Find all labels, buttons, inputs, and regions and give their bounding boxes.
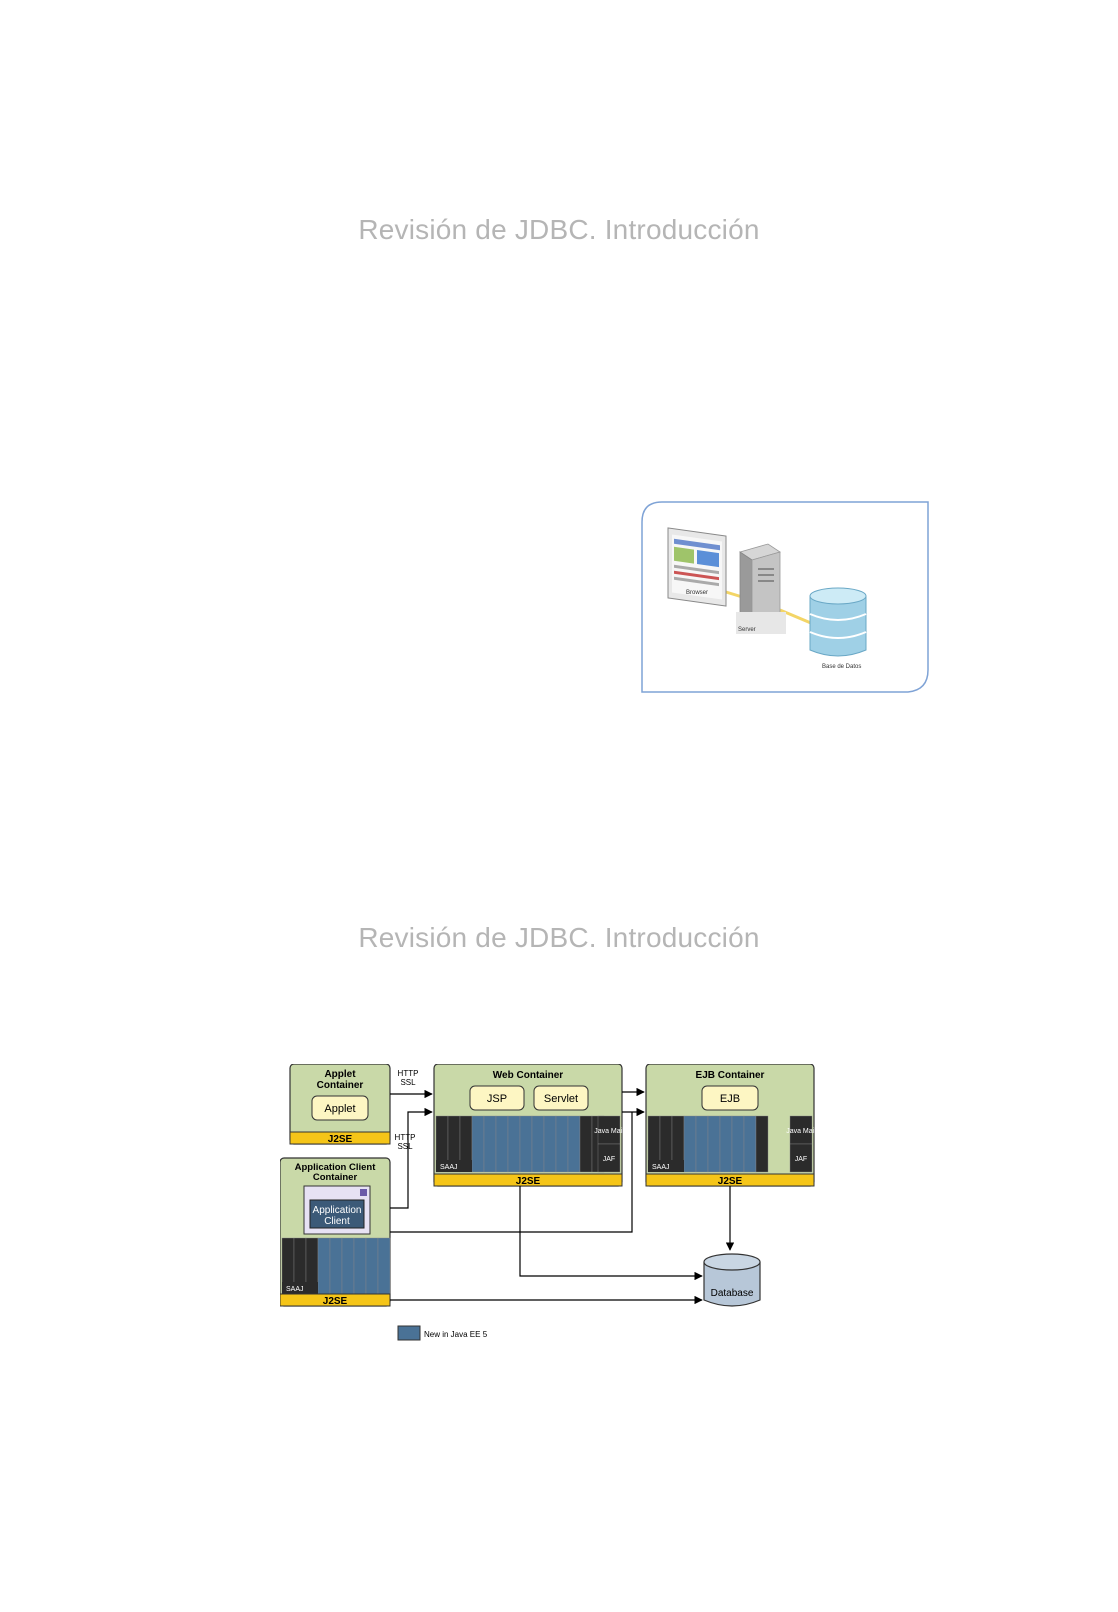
api-column: [683, 1115, 697, 1173]
api-column: [329, 1237, 343, 1295]
api-column: [695, 1115, 709, 1173]
saaj-block: [436, 1160, 472, 1172]
api-column: [743, 1115, 757, 1173]
side-api-label: Java Mail: [594, 1128, 624, 1135]
server-icon: [739, 543, 781, 627]
servlet-component: Servlet: [544, 1093, 578, 1105]
browser-label: Browser: [686, 590, 708, 596]
app-client-component-2: Client: [324, 1216, 350, 1227]
api-column: [531, 1115, 545, 1173]
api-column: [519, 1115, 533, 1173]
applet-j2se: J2SE: [328, 1134, 353, 1145]
protocol-bottom-line2: SSL: [397, 1142, 413, 1151]
saaj-label: SAAJ: [440, 1164, 458, 1171]
api-column: [555, 1115, 569, 1173]
jsp-component: JSP: [487, 1093, 507, 1105]
appclient-to-web-arrow: [390, 1107, 433, 1209]
ejb-component: EJB: [720, 1093, 740, 1105]
server-label: Server: [738, 627, 756, 633]
api-column: [317, 1237, 331, 1295]
server-shadow: [736, 612, 786, 634]
architecture-figure-browser-server-db: Browser Server Base de Datos: [641, 501, 929, 693]
api-column: [567, 1115, 581, 1173]
api-column: [353, 1237, 367, 1295]
ejb-container-title: EJB Container: [696, 1070, 765, 1081]
browser-icon: [667, 527, 727, 607]
saaj-label: SAAJ: [286, 1286, 304, 1293]
web-container-title: Web Container: [493, 1070, 563, 1081]
applet-container: Applet Container Applet J2SE: [289, 1064, 391, 1145]
legend-swatch: [397, 1325, 421, 1341]
protocol-top-line2: SSL: [400, 1078, 416, 1087]
app-client-title-2: Container: [313, 1172, 358, 1183]
api-column: [507, 1115, 521, 1173]
side-api-block: [597, 1143, 621, 1173]
web-container: Web Container JSP Servlet SAAJ Java MailJ…: [433, 1064, 624, 1187]
api-column: [341, 1237, 355, 1295]
javaee-architecture-diagram: Applet Container Applet J2SE HTTP SSL HT…: [280, 1064, 816, 1341]
api-column: [483, 1115, 497, 1173]
side-api-block: [789, 1143, 813, 1173]
app-client-container: Application Client Container Application…: [280, 1157, 391, 1307]
database-label: Database: [711, 1288, 754, 1299]
app-client-title: Application Client: [295, 1162, 377, 1173]
web-to-db-arrow: [519, 1186, 703, 1281]
api-column: [579, 1115, 593, 1173]
app-client-api-stack: SAAJ: [281, 1237, 391, 1295]
applet-container-title-2: Container: [317, 1080, 364, 1091]
page-title-top: Revisión de JDBC. Introducción: [358, 214, 760, 245]
db-label: Base de Datos: [822, 664, 861, 670]
api-column: [731, 1115, 745, 1173]
api-column: [707, 1115, 721, 1173]
api-column: [755, 1115, 769, 1173]
api-column: [471, 1115, 485, 1173]
page-title-bottom: Revisión de JDBC. Introducción: [358, 922, 760, 953]
side-api-label: JAF: [795, 1156, 807, 1163]
database-icon: [809, 587, 867, 657]
saaj-block: [648, 1160, 684, 1172]
applet-component: Applet: [324, 1103, 355, 1115]
side-api-label: Java Mail: [786, 1128, 816, 1135]
saaj-label: SAAJ: [652, 1164, 670, 1171]
saaj-block: [282, 1282, 318, 1294]
database-cylinder: Database: [703, 1253, 761, 1307]
protocol-bottom-line1: HTTP: [395, 1133, 416, 1142]
ejb-j2se: J2SE: [718, 1176, 743, 1187]
app-client-component: Application: [313, 1205, 362, 1216]
api-column: [495, 1115, 509, 1173]
legend-label: New in Java EE 5: [424, 1330, 488, 1339]
applet-container-title: Applet: [324, 1069, 356, 1080]
appclient-to-ejb-line: [390, 1112, 633, 1233]
side-api-label: JAF: [603, 1156, 615, 1163]
api-column: [377, 1237, 391, 1295]
app-client-j2se: J2SE: [323, 1296, 348, 1307]
api-column: [365, 1237, 379, 1295]
api-column: [543, 1115, 557, 1173]
protocol-top-line1: HTTP: [398, 1069, 419, 1078]
connections: [390, 1087, 735, 1305]
api-column: [719, 1115, 733, 1173]
web-j2se: J2SE: [516, 1176, 541, 1187]
